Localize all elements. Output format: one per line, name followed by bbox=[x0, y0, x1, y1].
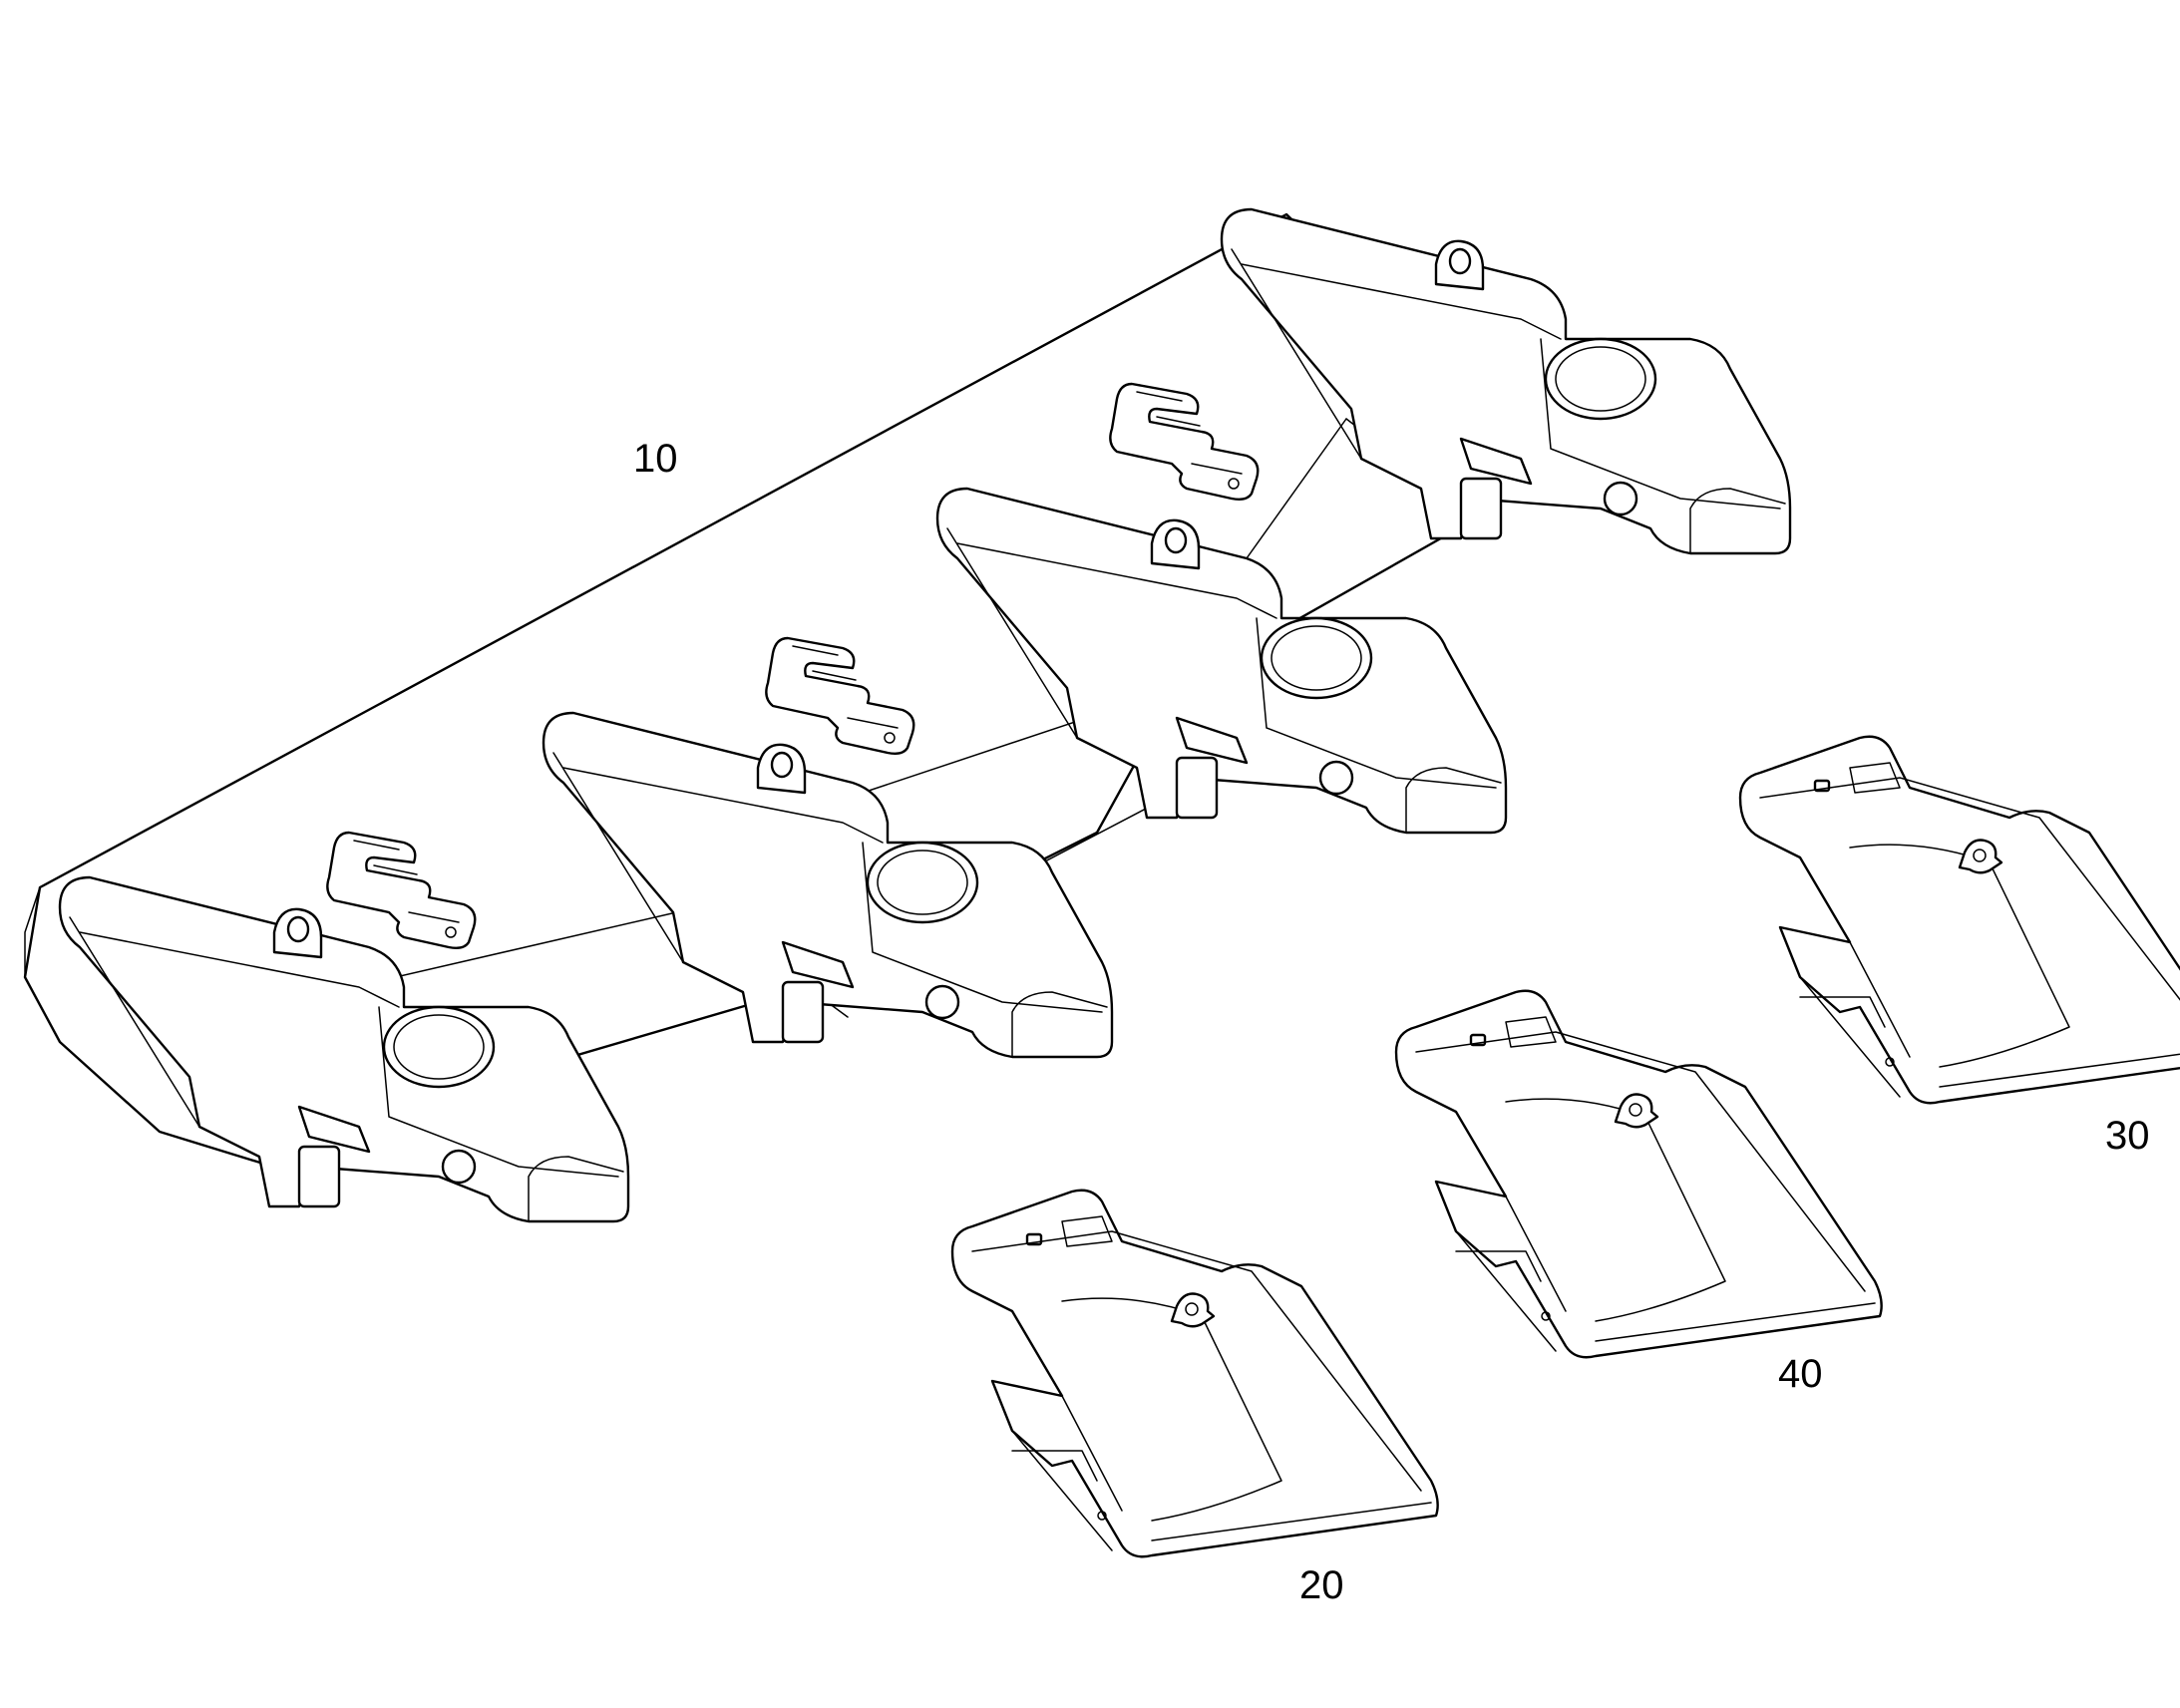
callout-blade-assembly: 10 bbox=[633, 437, 678, 481]
callout-tooth-right: 30 bbox=[2105, 1114, 2150, 1158]
bucket-tooth bbox=[950, 735, 2180, 1558]
callout-tooth-middle: 40 bbox=[1778, 1352, 1823, 1396]
callout-tooth-front: 20 bbox=[1299, 1563, 1344, 1607]
